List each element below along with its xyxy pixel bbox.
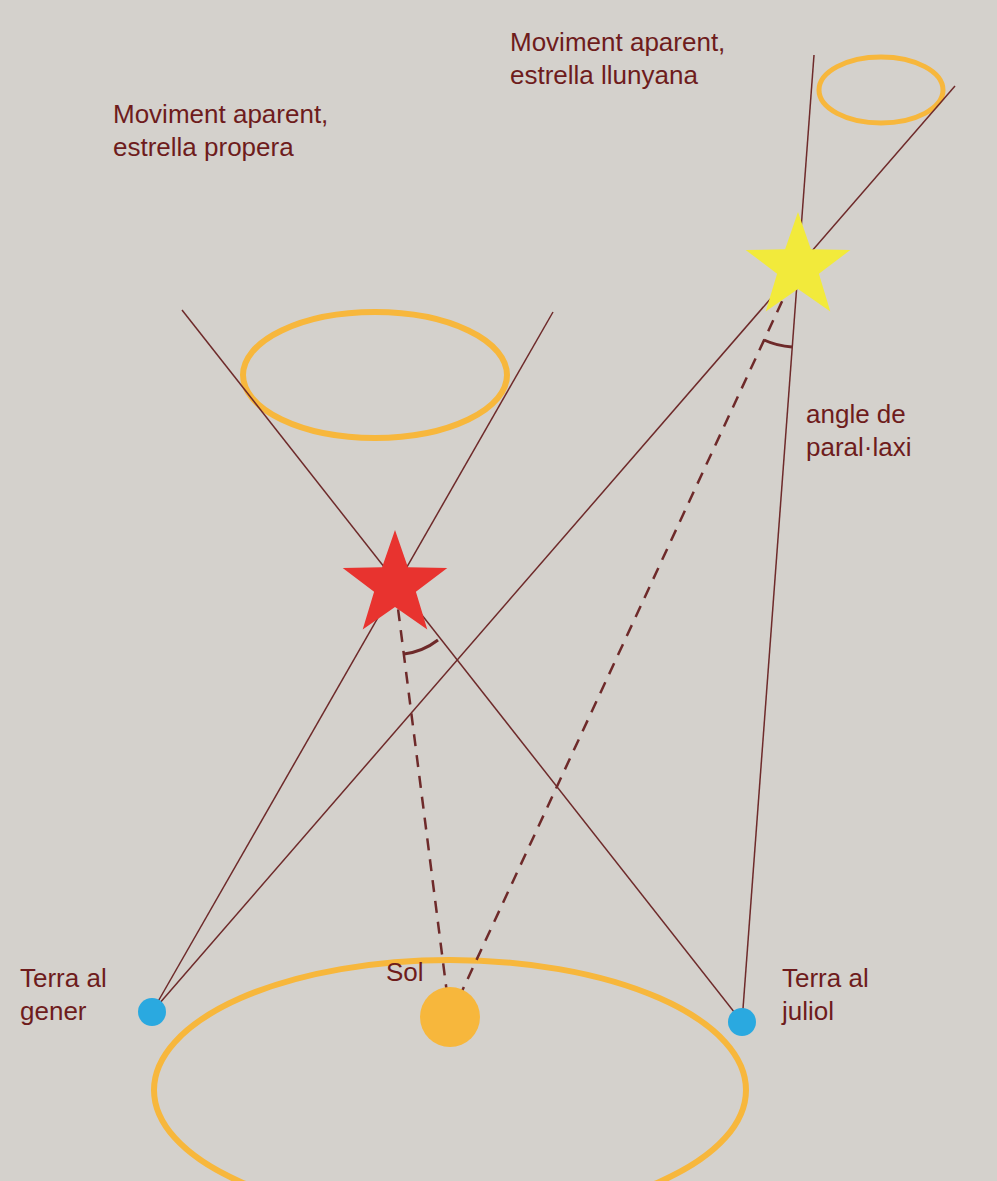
angle-arc xyxy=(764,340,792,347)
far-star-apparent-motion xyxy=(819,57,943,123)
sight-line xyxy=(152,312,553,1012)
earth xyxy=(728,1008,756,1036)
dashed-line xyxy=(450,267,798,1017)
text-label: angle de paral·laxi xyxy=(806,398,946,464)
text-label: Terra al gener xyxy=(20,962,132,1028)
earth-orbit xyxy=(154,960,746,1181)
sun xyxy=(420,987,480,1047)
sight-line xyxy=(152,86,955,1012)
text-label: Sol xyxy=(386,956,446,989)
far-star xyxy=(746,212,851,312)
text-label: Moviment aparent, estrella llunyana xyxy=(510,26,770,92)
star-shape xyxy=(343,530,448,630)
angle-arc xyxy=(404,640,438,654)
text-label: Terra al juliol xyxy=(782,962,902,1028)
sight-line xyxy=(742,55,814,1022)
dashed-line xyxy=(395,585,450,1017)
text-label: Moviment aparent, estrella propera xyxy=(113,98,373,164)
earth xyxy=(138,998,166,1026)
near-star xyxy=(343,530,448,630)
sight-line xyxy=(182,310,742,1022)
star-shape xyxy=(746,212,851,312)
near-star-apparent-motion xyxy=(243,312,507,438)
